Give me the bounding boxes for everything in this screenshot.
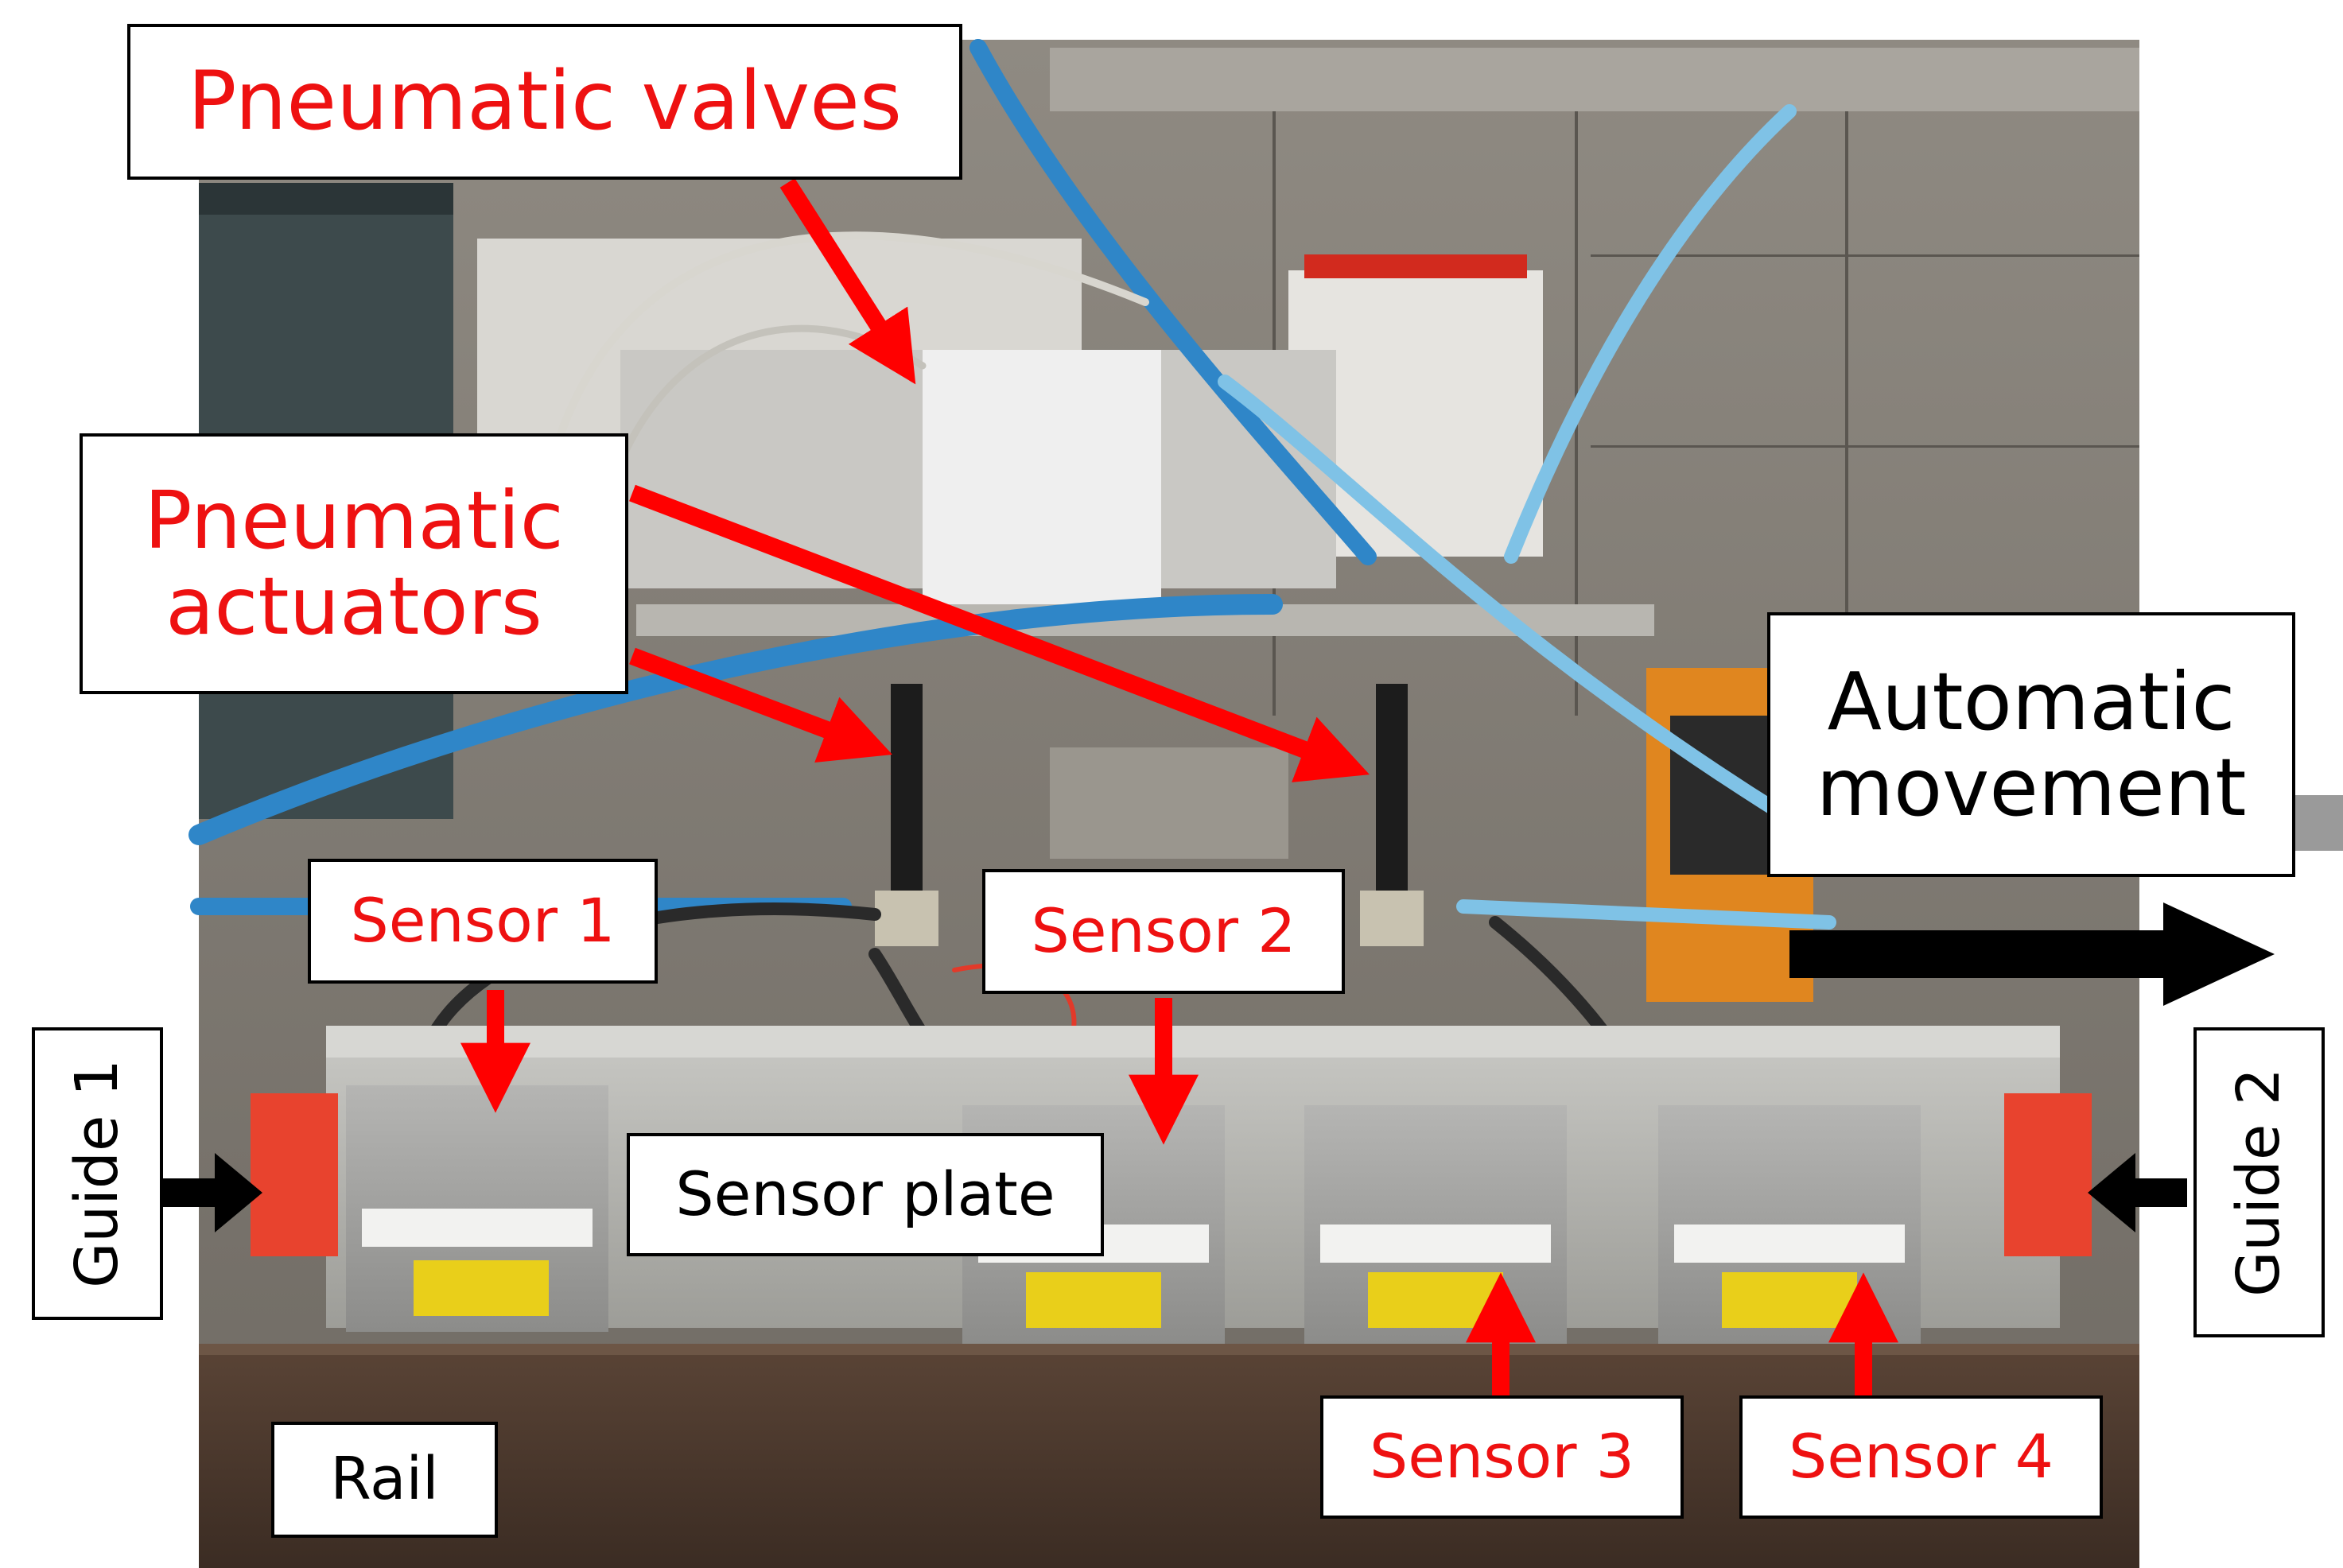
sensor-4-label: Sensor 4 [1739,1395,2103,1519]
sensor-plate-text: Sensor plate [675,1159,1055,1230]
automatic-movement-line1: Automatic [1827,654,2236,748]
black-arrows [163,902,2275,1232]
sensor-1-label: Sensor 1 [308,859,658,984]
rail-label: Rail [271,1422,498,1538]
guide-2-arrow [2088,1153,2187,1232]
arrow-to-valves [779,178,916,385]
arrow-to-actuator-2 [629,484,1370,782]
guide-2-label: Guide 2 [2193,1027,2325,1337]
sensor-1-text: Sensor 1 [350,885,616,957]
laser-sensors [346,1085,1921,1344]
arrow-to-actuator-1 [629,647,893,763]
pneumatic-actuators-line1: Pneumatic [144,474,564,567]
automatic-movement-label: Automatic movement [1767,612,2295,877]
sensor-2-label: Sensor 2 [982,869,1345,994]
guide-blocks [251,1093,2092,1256]
pneumatic-actuators-line2: actuators [165,560,542,653]
rail-text: Rail [330,1445,439,1514]
red-annotation-arrows [460,178,1898,1395]
pneumatic-valves-text: Pneumatic valves [188,53,902,149]
movement-arrow [1789,902,2275,1006]
guide-1-text: Guide 1 [62,1059,131,1288]
sensor-2-text: Sensor 2 [1031,895,1296,967]
guide-1-label: Guide 1 [32,1027,163,1320]
sensor-3-text: Sensor 3 [1369,1421,1635,1492]
pneumatic-valves-label: Pneumatic valves [127,24,962,180]
pneumatic-actuators-label: Pneumatic actuators [80,433,628,694]
guide-2-text: Guide 2 [2224,1068,2293,1297]
sensor-3-label: Sensor 3 [1320,1395,1684,1519]
sensor-4-text: Sensor 4 [1788,1421,2054,1492]
guide-1-arrow [163,1153,262,1232]
automatic-movement-line2: movement [1816,740,2247,834]
sensor-plate-label: Sensor plate [627,1133,1104,1256]
